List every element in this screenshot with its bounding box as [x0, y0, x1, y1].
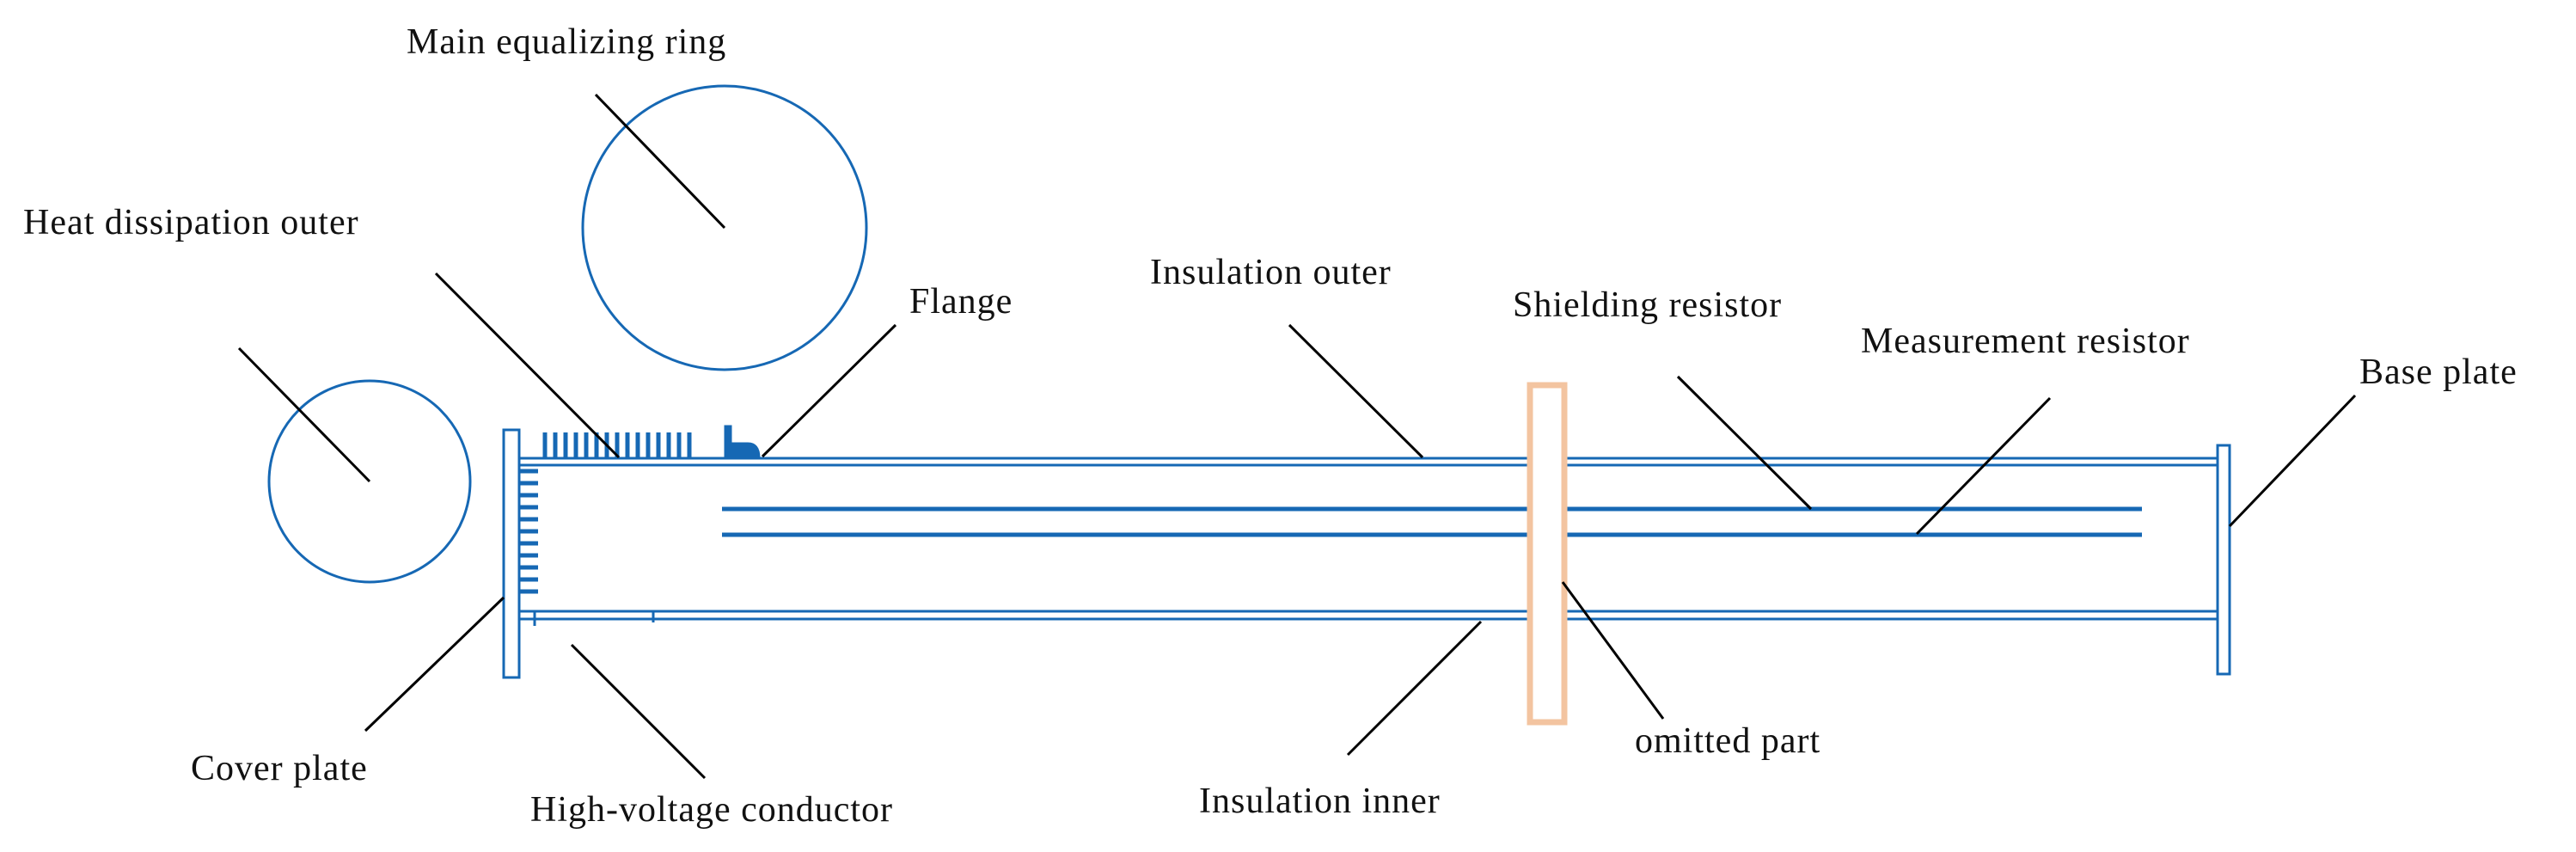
label-insulation-outer: Insulation outer	[1150, 253, 1392, 292]
leader-omitted-part	[1561, 581, 1665, 720]
label-high-voltage-conductor: High-voltage conductor	[530, 790, 893, 830]
leader-measurement-resistor	[1915, 396, 2052, 536]
label-flange: Flange	[909, 282, 1013, 322]
leader-small-ring	[237, 346, 371, 483]
main-equalizing-ring	[581, 84, 868, 371]
base-plate	[2216, 444, 2231, 676]
flange	[724, 425, 761, 459]
leader-main-ring	[594, 93, 726, 230]
cover-plate-fins	[519, 469, 538, 594]
label-base-plate: Base plate	[2359, 352, 2518, 392]
leader-shielding-resistor	[1676, 375, 1813, 511]
small-equalizing-ring	[267, 379, 472, 584]
leader-cover-plate	[364, 596, 505, 732]
label-insulation-inner: Insulation inner	[1199, 782, 1441, 821]
leader-insulation-outer	[1288, 323, 1424, 459]
label-cover-plate: Cover plate	[191, 749, 368, 788]
leader-hv-conductor	[570, 643, 707, 780]
omitted-part-marker	[1527, 382, 1568, 726]
insulation-outer	[519, 457, 2218, 467]
high-voltage-conductor	[533, 611, 655, 626]
leader-flange	[761, 323, 897, 458]
label-shielding-resistor: Shielding resistor	[1513, 285, 1782, 325]
leader-heat-outer	[434, 272, 621, 459]
label-measurement-resistor: Measurement resistor	[1861, 322, 2190, 361]
label-main-equalizing-ring: Main equalizing ring	[407, 22, 726, 62]
leader-insulation-inner	[1346, 620, 1483, 757]
leader-base-plate	[2228, 394, 2357, 528]
label-omitted-part: omitted part	[1635, 721, 1820, 761]
cover-plate	[502, 428, 521, 679]
label-heat-dissipation-outer: Heat dissipation outer	[23, 203, 359, 242]
insulation-inner	[519, 610, 2218, 621]
